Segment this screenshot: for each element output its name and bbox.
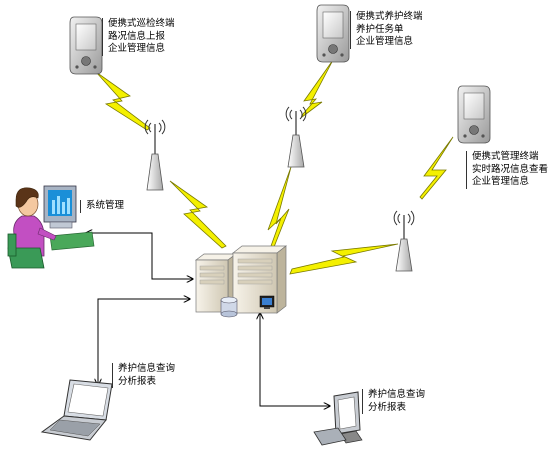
- pda-icon: [316, 4, 350, 63]
- desktop-client-label: 养护信息查询 分析报表: [362, 389, 425, 414]
- database-icon: [220, 296, 238, 318]
- label-line: 养护信息查询: [368, 389, 426, 400]
- connector-lines: [86, 233, 330, 406]
- antenna-icon: [144, 119, 166, 191]
- label-line: 便携式巡检终端: [108, 18, 175, 29]
- antenna-icon: [285, 106, 307, 168]
- patrol-terminal-label: 便携式巡检终端 路况信息上报 企业管理信息: [102, 18, 175, 56]
- lightning-icon: [289, 243, 399, 275]
- label-line: 便携式养护终端: [356, 11, 423, 22]
- lightning-icon: [419, 136, 454, 200]
- label-line: 便携式管理终端: [472, 151, 539, 162]
- monitor-icon: [259, 295, 275, 309]
- line-admin-to-server: [86, 233, 193, 279]
- label-line: 养护任务单: [356, 23, 404, 35]
- label-line: 路况信息上报: [108, 30, 166, 42]
- management-terminal-label: 便携式管理终端 实时路况信息查看 企业管理信息: [466, 151, 548, 189]
- lightning-icon: [301, 59, 334, 119]
- monitor-icon: [313, 391, 363, 446]
- label-line: 企业管理信息: [108, 43, 166, 54]
- label-line: 分析报表: [118, 375, 157, 387]
- line-laptop-to-server: [98, 299, 190, 385]
- laptop-client-label: 养护信息查询 分析报表: [112, 363, 175, 388]
- lightning-icon: [169, 180, 227, 249]
- label-line: 企业管理信息: [472, 176, 530, 187]
- label-line: 系统管理: [86, 200, 125, 211]
- label-line: 企业管理信息: [356, 36, 414, 47]
- laptop-icon: [40, 379, 113, 441]
- lightning-icon: [95, 71, 151, 131]
- person-at-computer-icon: [7, 185, 95, 269]
- maintenance-terminal-label: 便携式养护终端 养护任务单 企业管理信息: [350, 11, 423, 49]
- antenna-icon: [393, 210, 415, 272]
- line-desktop-to-server: [260, 313, 330, 406]
- label-line: 养护信息查询: [118, 363, 176, 374]
- lightning-icon: [267, 166, 292, 248]
- pda-icon: [457, 85, 491, 144]
- server-icon: [231, 245, 288, 314]
- label-line: 分析报表: [368, 401, 407, 413]
- admin-label: 系统管理: [80, 200, 124, 213]
- label-line: 实时路况信息查看: [472, 163, 549, 175]
- pda-icon: [69, 16, 103, 75]
- wireless-links: [95, 59, 454, 275]
